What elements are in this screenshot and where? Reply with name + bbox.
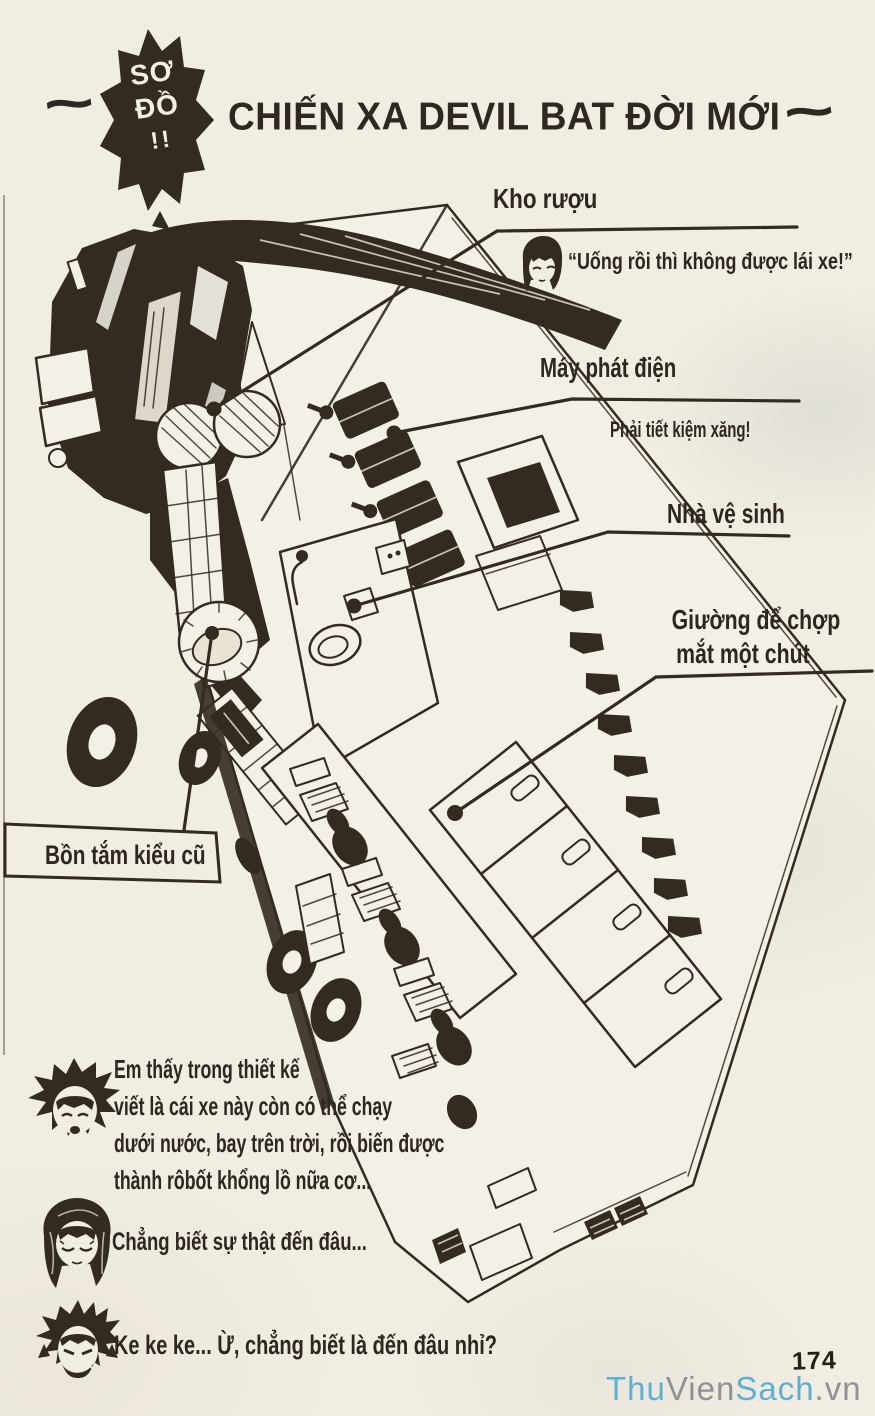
wine-callout-dot	[206, 401, 222, 417]
cab-wheel	[66, 697, 138, 787]
label-bed-line2: mắt một chút	[676, 638, 810, 669]
bed-row	[428, 740, 723, 1069]
title-squiggle-right: ~	[778, 77, 840, 146]
starburst-badge	[100, 29, 214, 211]
page-title: CHIẾN XA DEVIL BAT ĐỜI MỚI	[228, 95, 781, 138]
toilet-callout-dot	[346, 598, 362, 614]
sena-line-4: thành rôbốt khổng lồ nữa cơ...	[114, 1165, 372, 1195]
pillow	[561, 838, 591, 866]
shower-head	[291, 550, 308, 606]
generator-callout-line	[392, 397, 801, 435]
label-wine-quote: “Uống rồi thì không được lái xe!”	[568, 248, 853, 274]
rear-bumper	[432, 1167, 687, 1281]
desk-row	[260, 722, 518, 1130]
cab-grille	[34, 346, 96, 406]
sena-line-2: viết là cái xe này còn có thể chạy	[114, 1091, 393, 1121]
pillow	[510, 774, 540, 802]
wheels	[66, 676, 362, 1112]
bathtub-callout-line	[182, 631, 214, 832]
callout-lines	[182, 225, 874, 832]
galley-counter	[456, 434, 580, 611]
toilet-room	[278, 517, 440, 772]
badge-so-do: SƠ ĐỒ !!	[94, 49, 219, 166]
label-generator-note: Phải tiết kiệm xăng!	[610, 417, 751, 442]
sena-line-1: Em thấy trong thiết kế	[114, 1054, 300, 1084]
sena-dialogue: Em thấy trong thiết kế viết là cái xe nà…	[114, 1051, 600, 1199]
washbasin	[375, 539, 411, 575]
watermark-thu: Thu	[606, 1370, 666, 1407]
office-chair	[378, 908, 420, 966]
cab-headlight	[48, 448, 68, 468]
label-wine-storage: Kho rượu	[493, 183, 598, 214]
hiruma-dialogue: Ke ke ke... Ừ, chẳng biết là đến đâu nhỉ…	[114, 1330, 497, 1360]
label-bathtub: Bồn tắm kiểu cũ	[45, 840, 206, 870]
pillow	[664, 967, 694, 995]
toilet-bowl	[308, 587, 379, 667]
bed-callout-line	[453, 669, 874, 815]
bathtub-barrel	[177, 600, 261, 684]
office-chair	[326, 808, 368, 866]
label-bed-line1: Giường để chợp	[671, 604, 841, 635]
generator-callout-dot	[386, 425, 402, 441]
watermark-vn: .vn	[814, 1370, 862, 1407]
laptop	[341, 857, 401, 922]
sena-line-3: dưới nước, bay trên trời, rồi biến được	[114, 1128, 445, 1158]
pillow	[612, 903, 642, 931]
wine-storage-barrels	[154, 389, 282, 658]
watermark-sach: Sach	[735, 1370, 815, 1407]
cab-mirror	[66, 256, 102, 292]
title-squiggle-left: ~	[38, 69, 100, 138]
generator-row	[306, 375, 465, 587]
label-generator: Máy phát điện	[540, 352, 677, 383]
bathtub-label-box	[3, 822, 222, 884]
watermark-vien: Vien	[665, 1370, 736, 1407]
wine-callout-line	[212, 225, 799, 411]
mamori-dialogue: Chẳng biết sự thật đến đâu...	[112, 1228, 367, 1256]
bathtub-callout-dot	[205, 626, 219, 640]
bed-callout-dot	[447, 805, 463, 821]
office-chair	[430, 1008, 472, 1066]
watermark: ThuVienSach.vn	[606, 1370, 862, 1408]
label-toilet: Nhà vệ sinh	[667, 498, 785, 529]
toilet-callout-line	[352, 530, 791, 608]
starburst-tail	[152, 211, 170, 230]
label-bed: Giường để chợp mắt một chút	[645, 604, 841, 670]
seat-row	[559, 590, 702, 938]
